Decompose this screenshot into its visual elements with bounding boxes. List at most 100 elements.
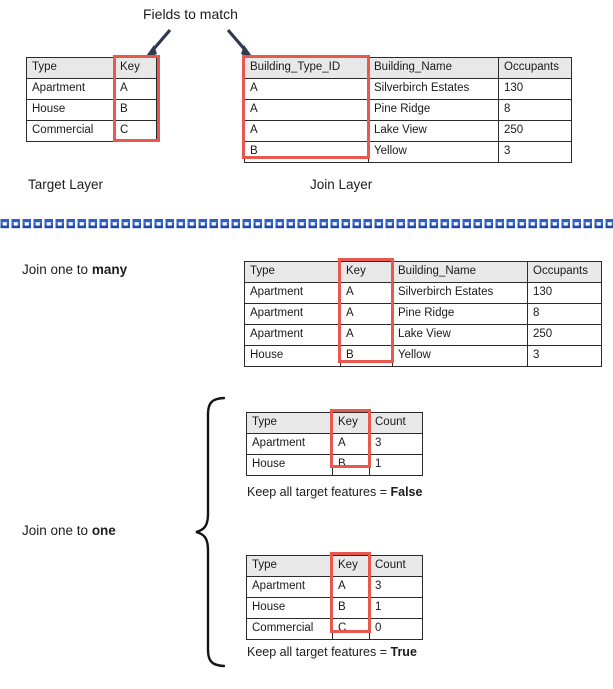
table-row: House B 1 xyxy=(246,597,423,619)
column-header: Key xyxy=(332,412,370,434)
table-row: Commercial C 0 xyxy=(246,618,423,640)
cell-building-name: Pine Ridge xyxy=(392,303,528,325)
cell-building-name: Lake View xyxy=(392,324,528,346)
cell-key: A xyxy=(332,433,370,455)
arrow-to-target-key-icon xyxy=(140,28,176,60)
false-case-caption-emphasis: False xyxy=(390,485,423,499)
cell-building-type-id: A xyxy=(244,99,369,121)
table-row: A Lake View 250 xyxy=(244,120,572,142)
true-case-caption: Keep all target features = True xyxy=(247,646,417,659)
column-header: Occupants xyxy=(498,57,572,79)
column-header: Building_Type_ID xyxy=(244,57,369,79)
table-row: Apartment A 3 xyxy=(246,433,423,455)
cell-type: Apartment xyxy=(244,303,341,325)
cell-building-name: Silverbirch Estates xyxy=(368,78,499,100)
table-header-row: Type Key Count xyxy=(246,555,423,577)
table-row: Apartment A 3 xyxy=(246,576,423,598)
cell-occupants: 8 xyxy=(527,303,602,325)
cell-count: 1 xyxy=(369,454,423,476)
column-header: Type xyxy=(246,412,333,434)
cell-type: Commercial xyxy=(246,618,333,640)
cell-key: B xyxy=(114,99,157,121)
cell-occupants: 250 xyxy=(498,120,572,142)
cell-count: 3 xyxy=(369,576,423,598)
join-one-to-many-label-emphasis: many xyxy=(91,262,128,277)
one-to-many-table-wrap: Type Key Building_Name Occupants Apartme… xyxy=(244,258,602,367)
cell-type: House xyxy=(246,454,333,476)
column-header: Type xyxy=(26,57,115,79)
cell-key: B xyxy=(332,597,370,619)
arrow-to-join-key-icon xyxy=(222,28,258,60)
cell-key: B xyxy=(340,345,393,367)
table-row: House B 1 xyxy=(246,454,423,476)
column-header: Count xyxy=(369,412,423,434)
false-case-table-wrap: Type Key Count Apartment A 3 House B 1 xyxy=(246,409,423,476)
cell-type: House xyxy=(244,345,341,367)
cell-key: A xyxy=(340,324,393,346)
cell-occupants: 250 xyxy=(527,324,602,346)
table-row: A Pine Ridge 8 xyxy=(244,99,572,121)
join-layer-caption: Join Layer xyxy=(310,177,373,192)
cell-occupants: 8 xyxy=(498,99,572,121)
true-case-caption-emphasis: True xyxy=(390,645,417,659)
cell-type: Apartment xyxy=(244,282,341,304)
table-row: A Silverbirch Estates 130 xyxy=(244,78,572,100)
page-title: Fields to match xyxy=(143,6,238,22)
cell-key: C xyxy=(332,618,370,640)
cell-occupants: 130 xyxy=(527,282,602,304)
cell-type: Apartment xyxy=(244,324,341,346)
cell-type: Commercial xyxy=(26,120,115,142)
table-header-row: Type Key Count xyxy=(246,412,423,434)
cell-building-type-id: A xyxy=(244,120,369,142)
table-header-row: Building_Type_ID Building_Name Occupants xyxy=(244,57,572,79)
table-row: House B xyxy=(26,99,157,121)
cell-building-name: Pine Ridge xyxy=(368,99,499,121)
table-row: Apartment A Pine Ridge 8 xyxy=(244,303,602,325)
column-header: Key xyxy=(332,555,370,577)
cell-building-name: Lake View xyxy=(368,120,499,142)
cell-key: C xyxy=(114,120,157,142)
table-header-row: Type Key Building_Name Occupants xyxy=(244,261,602,283)
target-layer-caption: Target Layer xyxy=(28,177,104,192)
curly-brace-icon xyxy=(193,396,225,668)
cell-key: A xyxy=(340,303,393,325)
table-row: Apartment A xyxy=(26,78,157,100)
cell-occupants: 130 xyxy=(498,78,572,100)
cell-key: A xyxy=(114,78,157,100)
dashed-blue-divider-icon xyxy=(0,218,613,230)
cell-count: 1 xyxy=(369,597,423,619)
table-header-row: Type Key xyxy=(26,57,157,79)
true-case-table-wrap: Type Key Count Apartment A 3 House B 1 C… xyxy=(246,552,423,640)
join-one-to-many-label-prefix: Join one to xyxy=(22,262,92,277)
target-layer-table: Type Key Apartment A House B Commercial … xyxy=(26,57,157,142)
cell-building-name: Yellow xyxy=(392,345,528,367)
cell-type: House xyxy=(246,597,333,619)
column-header: Type xyxy=(246,555,333,577)
cell-type: House xyxy=(26,99,115,121)
join-layer-table: Building_Type_ID Building_Name Occupants… xyxy=(244,57,572,163)
cell-key: B xyxy=(332,454,370,476)
join-one-to-one-label-emphasis: one xyxy=(91,523,116,538)
false-case-caption: Keep all target features = False xyxy=(247,486,422,499)
table-row: House B Yellow 3 xyxy=(244,345,602,367)
column-header: Building_Name xyxy=(368,57,499,79)
cell-occupants: 3 xyxy=(527,345,602,367)
column-header: Key xyxy=(114,57,157,79)
table-row: B Yellow 3 xyxy=(244,141,572,163)
false-case-caption-prefix: Keep all target features = xyxy=(247,485,391,499)
target-layer-table-wrap: Type Key Apartment A House B Commercial … xyxy=(26,55,160,142)
table-row: Apartment A Lake View 250 xyxy=(244,324,602,346)
cell-type: Apartment xyxy=(246,576,333,598)
cell-occupants: 3 xyxy=(498,141,572,163)
column-header: Key xyxy=(340,261,393,283)
table-row: Apartment A Silverbirch Estates 130 xyxy=(244,282,602,304)
false-case-table: Type Key Count Apartment A 3 House B 1 xyxy=(246,412,423,476)
column-header: Count xyxy=(369,555,423,577)
true-case-table: Type Key Count Apartment A 3 House B 1 C… xyxy=(246,555,423,640)
column-header: Type xyxy=(244,261,341,283)
join-one-to-many-label: Join one to many xyxy=(22,263,127,277)
cell-building-name: Yellow xyxy=(368,141,499,163)
cell-count: 3 xyxy=(369,433,423,455)
true-case-caption-prefix: Keep all target features = xyxy=(247,645,391,659)
one-to-many-table: Type Key Building_Name Occupants Apartme… xyxy=(244,261,602,367)
